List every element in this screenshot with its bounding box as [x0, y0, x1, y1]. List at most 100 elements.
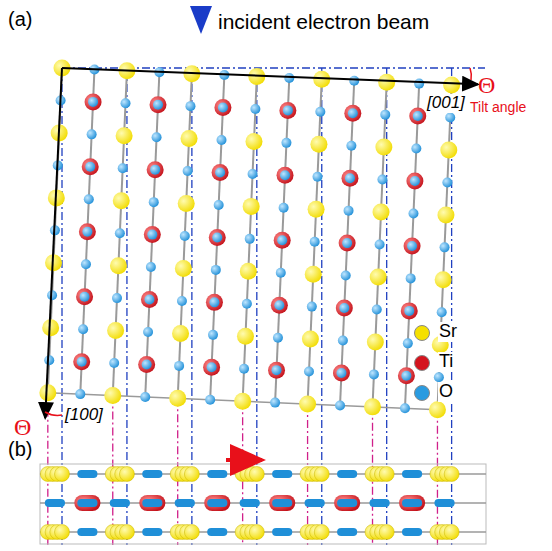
ti-atom [76, 288, 93, 305]
o-atom [411, 144, 421, 154]
o-column [142, 499, 162, 507]
ti-column [399, 495, 425, 511]
sr-atom [444, 525, 459, 540]
sr-atom [116, 127, 133, 144]
ti-atom [398, 367, 415, 384]
ti-atom [333, 364, 350, 381]
sr-atom [367, 333, 384, 350]
ti-atom [85, 93, 102, 110]
o-column [142, 470, 162, 478]
bond-line [113, 71, 127, 396]
o-atom [440, 242, 450, 252]
o-atom [442, 177, 452, 187]
o-atom [214, 200, 224, 210]
o-column [77, 499, 97, 507]
angle-caption: Tilt angle [470, 100, 526, 115]
o-atom [242, 299, 252, 309]
ti-column [139, 495, 165, 511]
ti-atom [73, 353, 90, 370]
sr-atom [314, 525, 329, 540]
legend-swatch [414, 385, 430, 401]
sr-atom [107, 322, 124, 339]
ti-atom [147, 161, 164, 178]
ti-atom [138, 356, 155, 373]
o-atom [109, 358, 119, 368]
sr-atom [119, 525, 134, 540]
legend-text: O [438, 382, 454, 402]
o-atom [344, 206, 354, 216]
ti-atom [79, 223, 96, 240]
legend-text: Ti [438, 352, 454, 372]
angle-arc [470, 68, 471, 80]
o-atom [250, 104, 260, 114]
angle-symbol: Θ [14, 414, 31, 440]
o-atom [245, 234, 255, 244]
bond-line [80, 69, 94, 394]
o-atom [212, 232, 222, 242]
o-column [77, 470, 97, 478]
panel-b-frame [40, 464, 486, 544]
o-atom [146, 262, 156, 272]
o-atom [434, 372, 444, 382]
ti-atom [149, 96, 166, 113]
sr-atom [245, 133, 262, 150]
o-atom [349, 76, 359, 86]
sr-atom [437, 206, 454, 223]
o-atom [85, 162, 95, 172]
ti-atom [409, 108, 426, 125]
sr-atom [175, 260, 192, 277]
o-atom [112, 293, 122, 303]
o-column [240, 499, 260, 507]
o-atom [307, 302, 317, 312]
o-atom [239, 364, 249, 374]
sr-atom [113, 192, 130, 209]
sr-atom [429, 401, 446, 418]
ti-atom [144, 226, 161, 243]
ti-column [74, 495, 100, 511]
ti-atom [336, 300, 353, 317]
o-atom [84, 194, 94, 204]
o-atom [273, 333, 283, 343]
o-atom [183, 166, 193, 176]
sr-atom [119, 467, 134, 482]
sr-atom [55, 467, 70, 482]
o-atom [342, 238, 352, 248]
axis-001 [62, 68, 478, 84]
o-atom [346, 141, 356, 151]
o-atom [140, 392, 150, 402]
ti-atom [344, 105, 361, 122]
o-column [77, 528, 97, 536]
legend-text: Sr [438, 322, 458, 342]
o-atom [401, 371, 411, 381]
o-atom [315, 107, 325, 117]
o-atom [174, 361, 184, 371]
o-atom [336, 368, 346, 378]
o-atom [372, 304, 382, 314]
ti-atom [206, 294, 223, 311]
o-atom [272, 365, 282, 375]
o-atom [380, 110, 390, 120]
sr-atom [249, 525, 264, 540]
sr-atom [443, 77, 460, 94]
o-atom [377, 175, 387, 185]
ti-atom [268, 362, 285, 379]
angle-symbol: Θ [478, 72, 495, 98]
o-atom [400, 403, 410, 413]
sr-atom [184, 525, 199, 540]
ti-atom [279, 102, 296, 119]
o-column [402, 528, 422, 536]
o-atom [78, 324, 88, 334]
ti-column [204, 495, 230, 511]
sr-atom [373, 204, 390, 221]
ti-atom [212, 164, 229, 181]
sr-atom [375, 139, 392, 156]
o-atom [152, 132, 162, 142]
o-atom [118, 163, 128, 173]
o-atom [413, 111, 423, 121]
o-column [207, 528, 227, 536]
o-atom [75, 389, 85, 399]
angle-arc [45, 412, 62, 415]
o-column [402, 499, 422, 507]
